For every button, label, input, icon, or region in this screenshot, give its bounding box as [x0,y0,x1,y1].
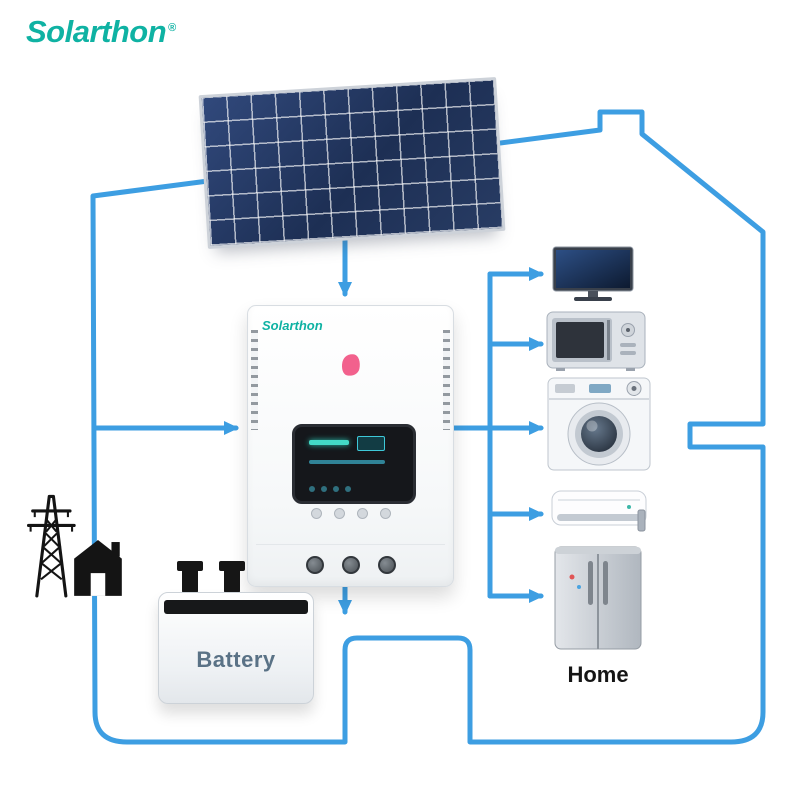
battery-top-band [164,600,308,614]
house-door [90,573,106,596]
ac-vent [557,514,641,521]
display-segment [309,460,385,464]
microwave-button [620,351,636,355]
tv-stand [588,291,598,297]
tv-base [574,297,612,301]
tower-insulators [29,510,74,532]
inverter-seam [256,544,445,545]
home-label: Home [567,662,629,687]
fridge-handle [588,561,593,605]
air-conditioner [551,490,647,532]
inverter-display-screen [292,424,416,504]
solar-panel [198,77,506,249]
microwave-button [620,343,636,347]
fridge-magnet [577,585,581,589]
display-indicator-dots [309,486,351,492]
refrigerator [554,546,642,650]
display-segment [309,440,349,445]
house-chimney [111,542,120,557]
microwave-window [556,322,604,358]
tv-screen [556,250,630,288]
utility-grid-icon [26,494,122,598]
battery: Battery [158,561,314,704]
washer-display [589,384,611,393]
detergent-drawer [555,384,575,393]
tv [552,246,634,301]
tower-lattice [40,518,63,581]
washing-machine [547,377,651,471]
house-silhouette [74,539,122,596]
ac-indicator [627,505,631,509]
inverter-brand-mark-icon [339,352,362,378]
inverter-vent-right [443,330,450,430]
microwave-oven [546,311,646,371]
house-outline [90,109,766,745]
fridge-handle [603,561,608,605]
brand-logo-text: Solarthon [26,14,167,49]
inverter-ports [248,556,453,574]
ac-remote [637,509,646,532]
inverter-vent-left [251,330,258,430]
registered-trademark-icon: ® [168,21,176,34]
battery-terminal-icon [219,561,245,594]
display-segment [357,436,385,451]
battery-terminal-icon [177,561,203,594]
washer-door-glass [581,416,617,452]
battery-label: Battery [196,647,276,672]
fridge-magnet [569,574,575,580]
battery-body: Battery [158,592,314,704]
brand-logo: Solarthon® [26,14,176,50]
inverter: Solarthon [247,305,454,587]
inverter-brand-label: Solarthon [262,318,323,333]
microwave-handle [607,320,610,360]
inverter-buttons [292,508,410,519]
